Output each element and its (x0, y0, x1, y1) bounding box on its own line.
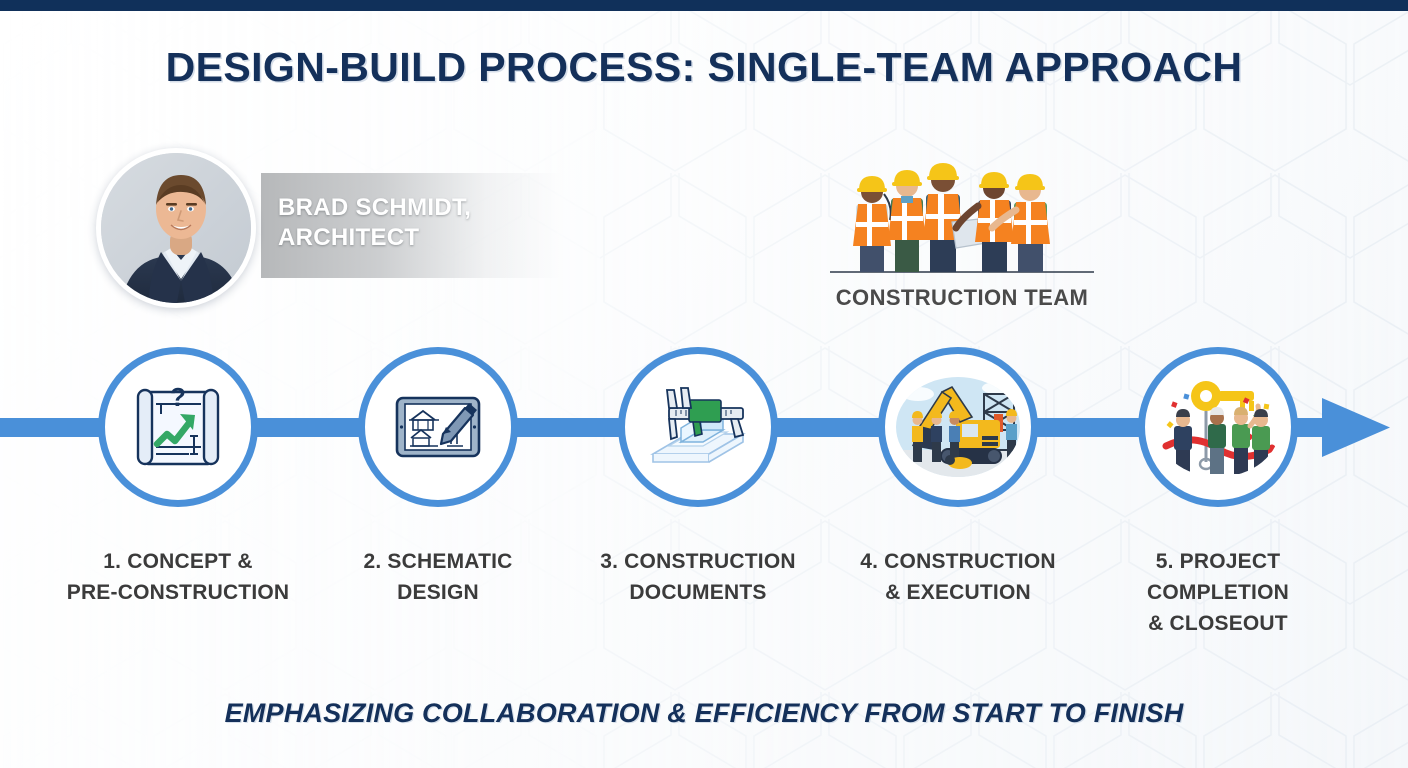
timeline-arrow-head (1322, 398, 1390, 457)
excavator-site-icon (896, 377, 1020, 477)
key-ribbon-cutting-icon (1156, 377, 1280, 477)
caliper-blueprint-model-icon (650, 387, 746, 463)
step-label-4: 4. CONSTRUCTION & EXECUTION (828, 546, 1088, 608)
avatar (96, 148, 256, 308)
worker-3 (923, 163, 963, 272)
step-label-1-line-1: 1. CONCEPT & (103, 550, 253, 573)
step-node-5[interactable] (1138, 347, 1298, 507)
construction-team-block: CONSTRUCTION TEAM (812, 152, 1112, 327)
footer-tagline: EMPHASIZING COLLABORATION & EFFICIENCY F… (224, 698, 1184, 728)
construction-team-illustration (830, 163, 1094, 273)
step-label-5: 5. PROJECT COMPLETION & CLOSEOUT (1088, 546, 1348, 639)
step-label-5-line-3: & CLOSEOUT (1148, 612, 1288, 635)
person-right-1 (1232, 403, 1261, 474)
person-mid (1208, 407, 1226, 474)
architect-profile: BRAD SCHMIDT, ARCHITECT (96, 148, 566, 313)
worker-2 (888, 170, 926, 272)
step-node-1[interactable]: ? (98, 347, 258, 507)
step-label-4-line-1: 4. CONSTRUCTION (860, 550, 1056, 573)
architect-name-line-1: BRAD SCHMIDT, (278, 194, 472, 221)
worker-4 (952, 172, 1014, 272)
step-label-2-line-1: 2. SCHEMATIC (363, 550, 513, 573)
step-label-2: 2. SCHEMATIC DESIGN (308, 546, 568, 608)
architect-name-text: BRAD SCHMIDT, ARCHITECT (278, 193, 568, 253)
person-left (1174, 409, 1192, 474)
worker-5 (988, 174, 1050, 272)
construction-team-caption: CONSTRUCTION TEAM (835, 285, 1089, 310)
step-label-4-line-2: & EXECUTION (885, 581, 1031, 604)
person-right-2 (1252, 409, 1270, 474)
architect-name-banner (261, 173, 561, 278)
step-label-1: 1. CONCEPT & PRE-CONSTRUCTION (48, 546, 308, 608)
step-label-1-line-2: PRE-CONSTRUCTION (66, 581, 290, 604)
step-label-3-line-2: DOCUMENTS (629, 581, 767, 604)
page-title: DESIGN-BUILD PROCESS: SINGLE-TEAM APPROA… (165, 44, 1243, 90)
step-label-3: 3. CONSTRUCTION DOCUMENTS (568, 546, 828, 608)
step-label-2-line-2: DESIGN (397, 581, 479, 604)
step-node-4[interactable] (878, 347, 1038, 507)
tablet-pencil-sketch-icon (395, 396, 481, 458)
step-node-3[interactable] (618, 347, 778, 507)
top-accent-bar (0, 0, 1408, 11)
step-label-3-line-1: 3. CONSTRUCTION (600, 550, 796, 573)
step-label-5-line-2: COMPLETION (1147, 581, 1289, 604)
architect-portrait-illustration (101, 153, 251, 303)
svg-text:?: ? (170, 382, 186, 412)
step-label-5-line-1: 5. PROJECT (1155, 550, 1281, 573)
blueprint-growth-chart-icon: ? (136, 382, 220, 466)
step-node-2[interactable] (358, 347, 518, 507)
worker-1 (853, 176, 892, 272)
architect-name-line-2: ARCHITECT (278, 224, 420, 251)
